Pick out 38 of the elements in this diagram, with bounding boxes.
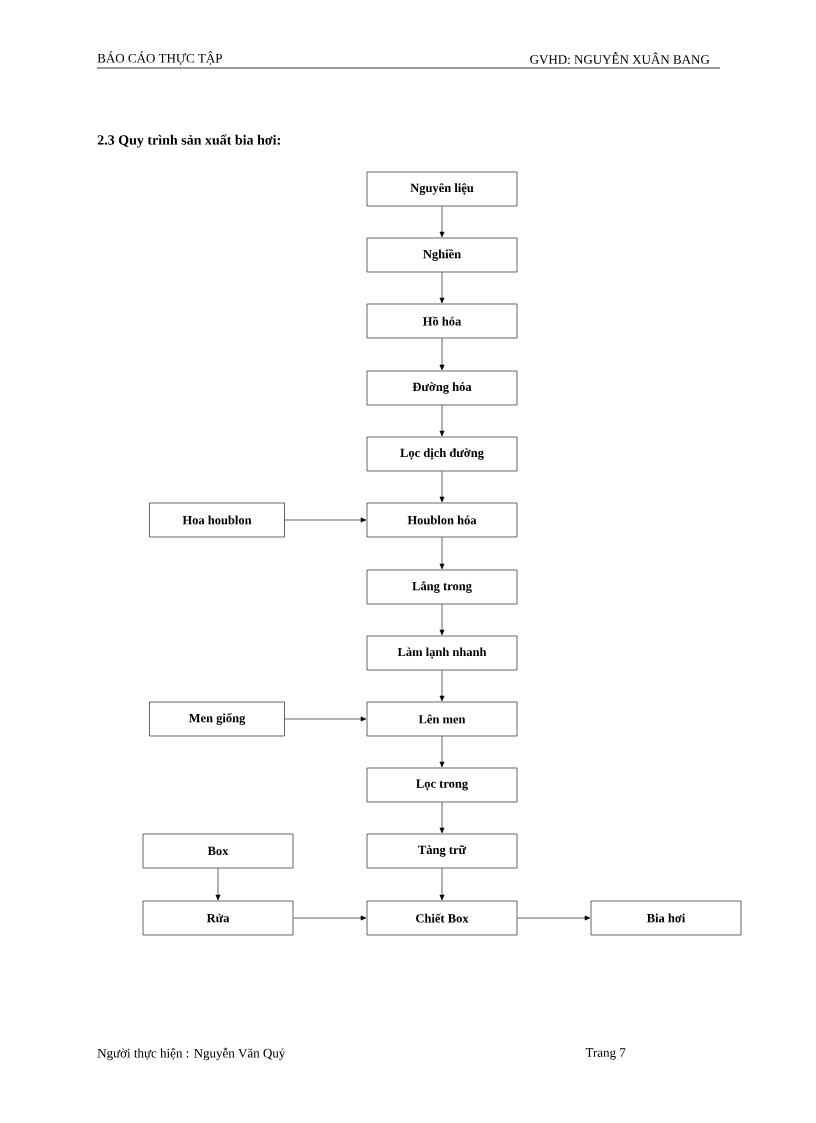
section-heading: 2.3 Quy trình sản xuất bia hơi: [97, 134, 280, 148]
arrow [439, 206, 445, 238]
page-number: Trang 7 [585, 1048, 626, 1060]
process-box: Lọc trong [366, 767, 518, 803]
header-text: GVHD: NGUYỄN XUÂN BANG [530, 52, 710, 64]
process-box: Chiết Box [366, 900, 518, 936]
process-box: Nghiền [366, 237, 518, 273]
process-box: Hoa houblon [149, 502, 285, 538]
process-box: Houblon hóa [366, 502, 518, 538]
process-box: Lên men [366, 701, 518, 737]
arrow [439, 670, 445, 702]
process-box: Box [142, 833, 294, 869]
footer-text: Người thực hiện : Nguyễn Văn Quý [97, 1047, 286, 1061]
process-box: Nguyên liệu [366, 171, 518, 207]
process-box: Rửa [142, 900, 294, 936]
arrow [439, 471, 445, 503]
arrow [293, 915, 367, 921]
process-box: Tàng trữ [366, 833, 518, 869]
arrow [439, 405, 445, 437]
arrow [439, 338, 445, 371]
arrow [439, 604, 445, 636]
process-box: Lắng trong [366, 569, 518, 605]
arrow [439, 868, 445, 901]
arrow [215, 868, 221, 901]
process-box: Hồ hóa [366, 303, 518, 339]
arrow [284, 716, 367, 722]
arrow [439, 537, 445, 570]
arrow [517, 915, 591, 921]
process-box: Bia hơi [590, 900, 742, 936]
process-box: Men giống [149, 701, 285, 737]
header-text: BÁO CÁO THỰC TẬP [97, 51, 222, 65]
arrow [439, 736, 445, 768]
arrow [439, 271, 445, 304]
process-box: Làm lạnh nhanh [366, 635, 518, 671]
process-box: Đường hóa [366, 370, 518, 406]
arrow [439, 802, 445, 834]
arrow [284, 517, 367, 523]
process-box: Lọc dịch đường [366, 436, 518, 472]
